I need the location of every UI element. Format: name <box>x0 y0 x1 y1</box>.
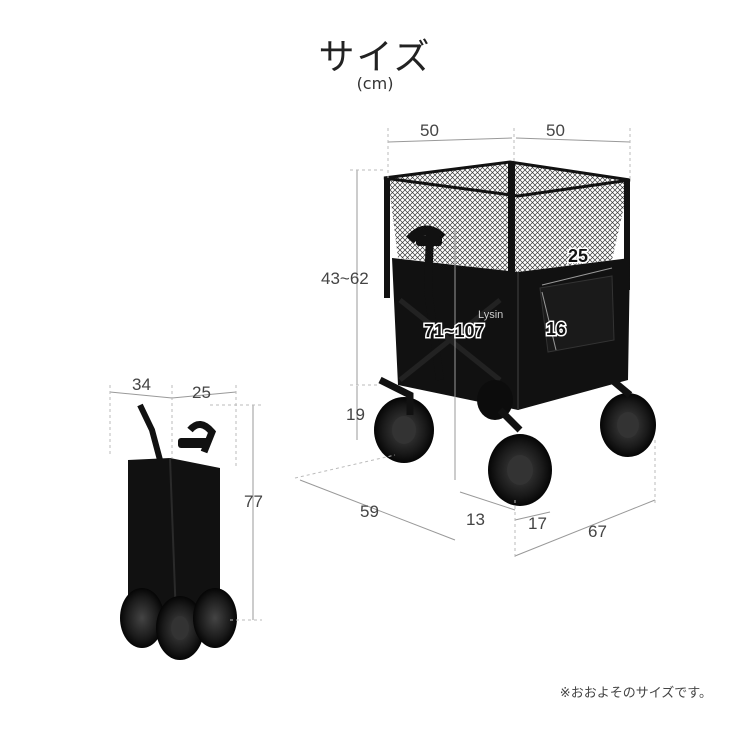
dim-length: 59 <box>360 502 379 521</box>
dim-width: 67 <box>588 522 607 541</box>
approximate-size-note: ※おおよそのサイズです。 <box>559 686 712 701</box>
open-cart-dimension-lines <box>294 128 656 560</box>
dim-top-right-width: 50 <box>546 121 565 140</box>
dim-wheel-offset: 13 <box>466 510 485 529</box>
dim-folded-width: 25 <box>192 383 211 402</box>
open-cart-illustration: Lysin <box>374 160 656 506</box>
page-title: サイズ <box>318 37 432 78</box>
folded-cart-illustration <box>120 403 237 660</box>
dim-handle-height: 71~107 <box>424 321 485 341</box>
dim-upper-height: 43~62 <box>321 269 369 288</box>
open-cart-labels: 50 50 43~62 71~107 25 16 19 59 13 17 67 <box>321 121 607 541</box>
dim-folded-depth: 34 <box>132 375 151 394</box>
dim-pocket-height: 16 <box>546 319 566 339</box>
wheel-front-right <box>488 434 552 506</box>
brand-mark: Lysin <box>478 309 503 321</box>
dim-top-left-width: 50 <box>420 121 439 140</box>
folded-cart-dimension-lines <box>109 385 262 621</box>
unit-label: (cm) <box>356 74 394 93</box>
dim-pocket-width: 25 <box>568 246 588 266</box>
dim-clearance-height: 19 <box>346 405 365 424</box>
dim-wheel-width: 17 <box>528 514 547 533</box>
wheel-front-left <box>374 397 434 463</box>
dim-folded-height: 77 <box>244 492 263 511</box>
folded-cart-labels: 34 25 77 <box>132 375 263 511</box>
wheel-rear-right <box>600 393 656 457</box>
